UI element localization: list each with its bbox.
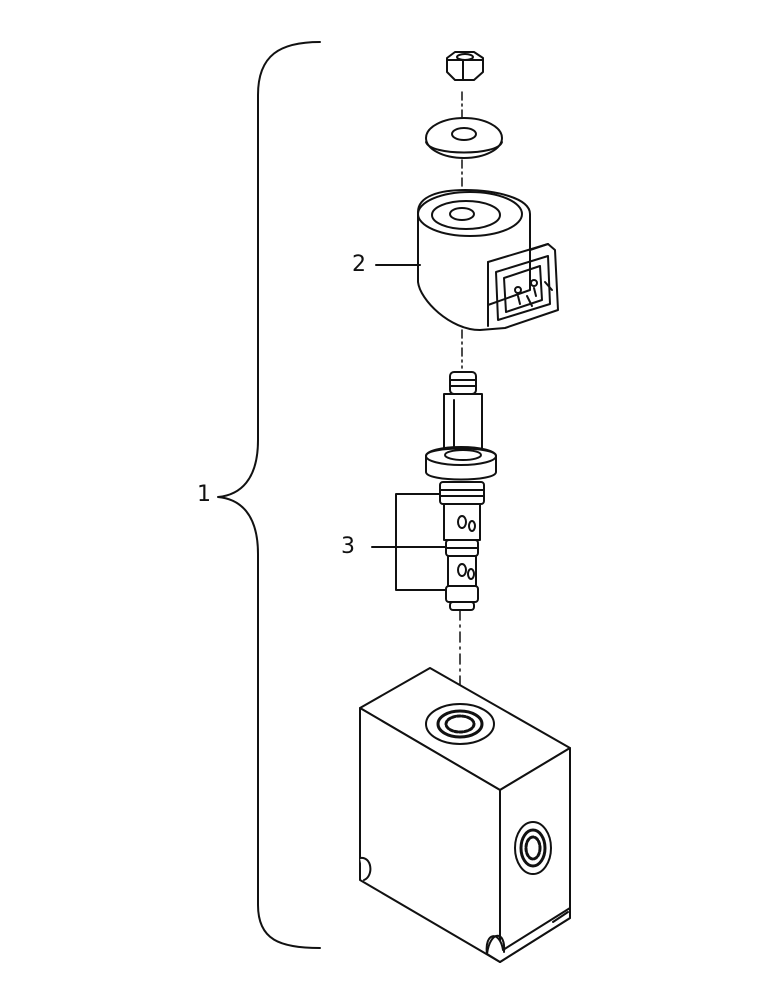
assembly-brace [217, 41, 321, 949]
valve-cartridge [439, 481, 485, 611]
callout-cartridge: 3 [341, 534, 355, 559]
valve-body-block [359, 667, 571, 963]
valve-stem [425, 371, 497, 481]
leader-line-cartridge [371, 493, 447, 591]
callout-assembly: 1 [197, 482, 211, 507]
hex-nut [446, 51, 484, 81]
solenoid-coil [417, 189, 559, 331]
leader-lines [371, 264, 447, 591]
callout-coil: 2 [352, 252, 366, 277]
flat-washer [425, 117, 503, 159]
